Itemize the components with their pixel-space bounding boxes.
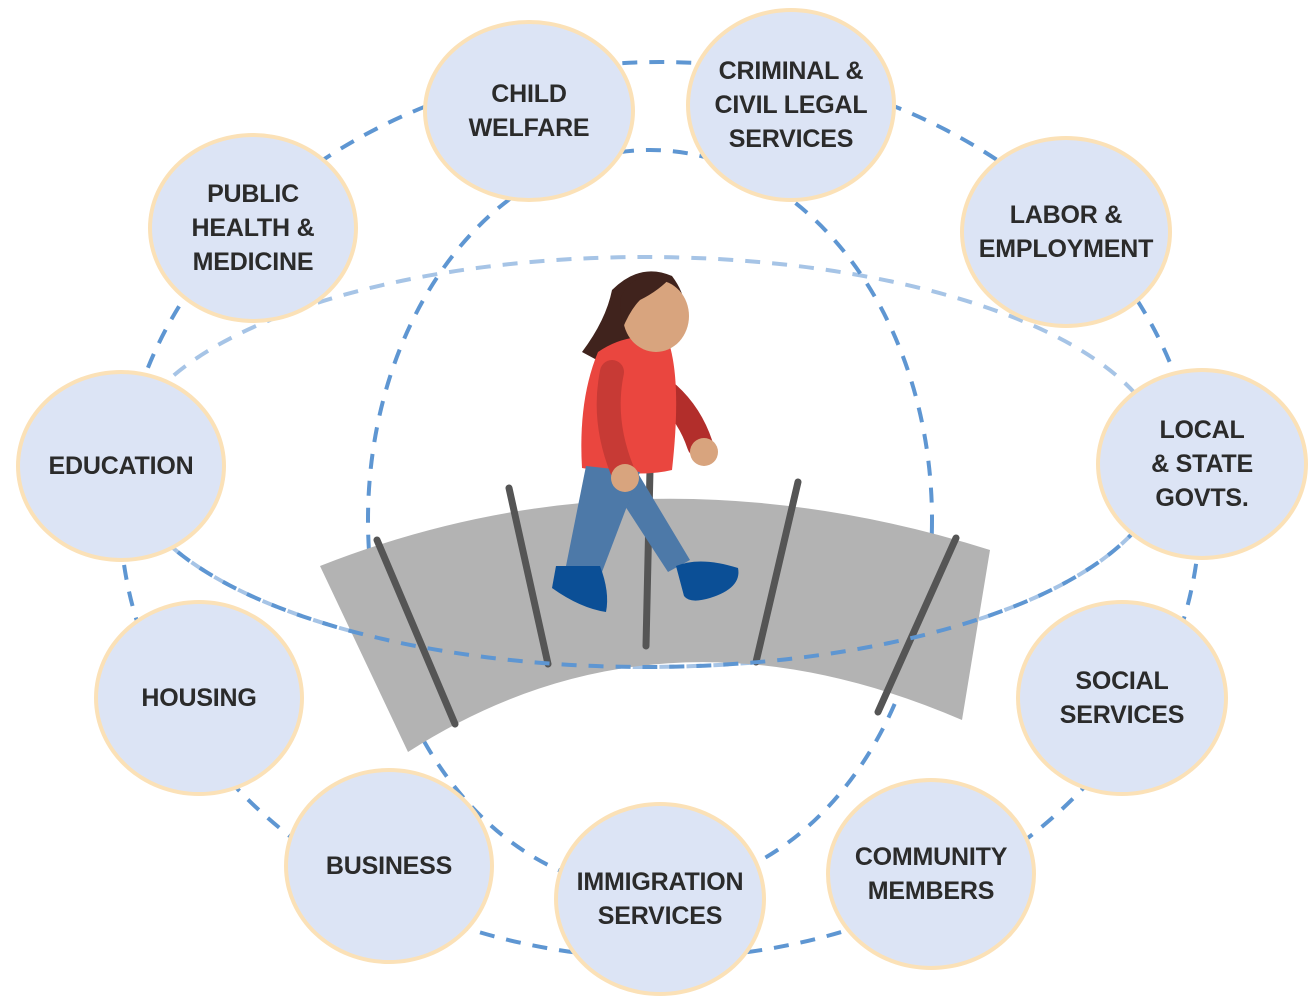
node-label-social-services: SOCIAL SERVICES (1059, 667, 1185, 729)
node-label-immigration-services: IMMIGRATION SERVICES (576, 868, 744, 930)
node-label-local-state-govts: LOCAL & STATE GOVTS. (1151, 416, 1253, 512)
bridge-stripe-2 (505, 484, 552, 668)
node-immigration-services: IMMIGRATION SERVICES (554, 802, 766, 996)
bridge-stripe-5 (874, 534, 960, 716)
person-front-shoe (552, 566, 608, 612)
node-label-education: EDUCATION (48, 452, 194, 480)
person-front-leg (566, 466, 640, 572)
node-criminal-civil-legal-services: CRIMINAL & CIVIL LEGAL SERVICES (686, 8, 896, 202)
walking-person (552, 271, 739, 612)
bridge-stripe-4 (752, 478, 802, 666)
person-back-hand (690, 438, 718, 466)
node-public-health-medicine: PUBLIC HEALTH & MEDICINE (148, 133, 358, 323)
person-back-leg (612, 470, 690, 572)
node-housing: HOUSING (94, 600, 304, 796)
node-business: BUSINESS (284, 768, 494, 964)
node-child-welfare: CHILD WELFARE (423, 20, 635, 202)
bridge (320, 466, 990, 752)
node-community-members: COMMUNITY MEMBERS (826, 778, 1036, 970)
person-back-shoe (676, 561, 739, 601)
person-hair-top (620, 275, 672, 330)
person-front-arm (596, 360, 634, 482)
node-label-business: BUSINESS (325, 852, 453, 880)
bridge-deck (320, 498, 990, 752)
node-label-child-welfare: CHILD WELFARE (468, 80, 590, 142)
node-label-housing: HOUSING (141, 684, 257, 712)
node-social-services: SOCIAL SERVICES (1016, 600, 1228, 796)
node-label-public-health-medicine: PUBLIC HEALTH & MEDICINE (191, 180, 315, 276)
node-label-community-members: COMMUNITY MEMBERS (854, 843, 1008, 905)
node-labor-employment: LABOR & EMPLOYMENT (960, 136, 1172, 328)
node-label-criminal-civil-legal-services: CRIMINAL & CIVIL LEGAL SERVICES (714, 57, 868, 153)
node-local-state-govts: LOCAL & STATE GOVTS. (1096, 368, 1308, 560)
node-label-labor-employment: LABOR & EMPLOYMENT (978, 201, 1154, 263)
person-front-hand (611, 464, 639, 492)
node-education: EDUCATION (16, 370, 226, 562)
inner-horizontal-ring-front (123, 461, 1167, 669)
bridge-stripe-1 (373, 536, 459, 728)
